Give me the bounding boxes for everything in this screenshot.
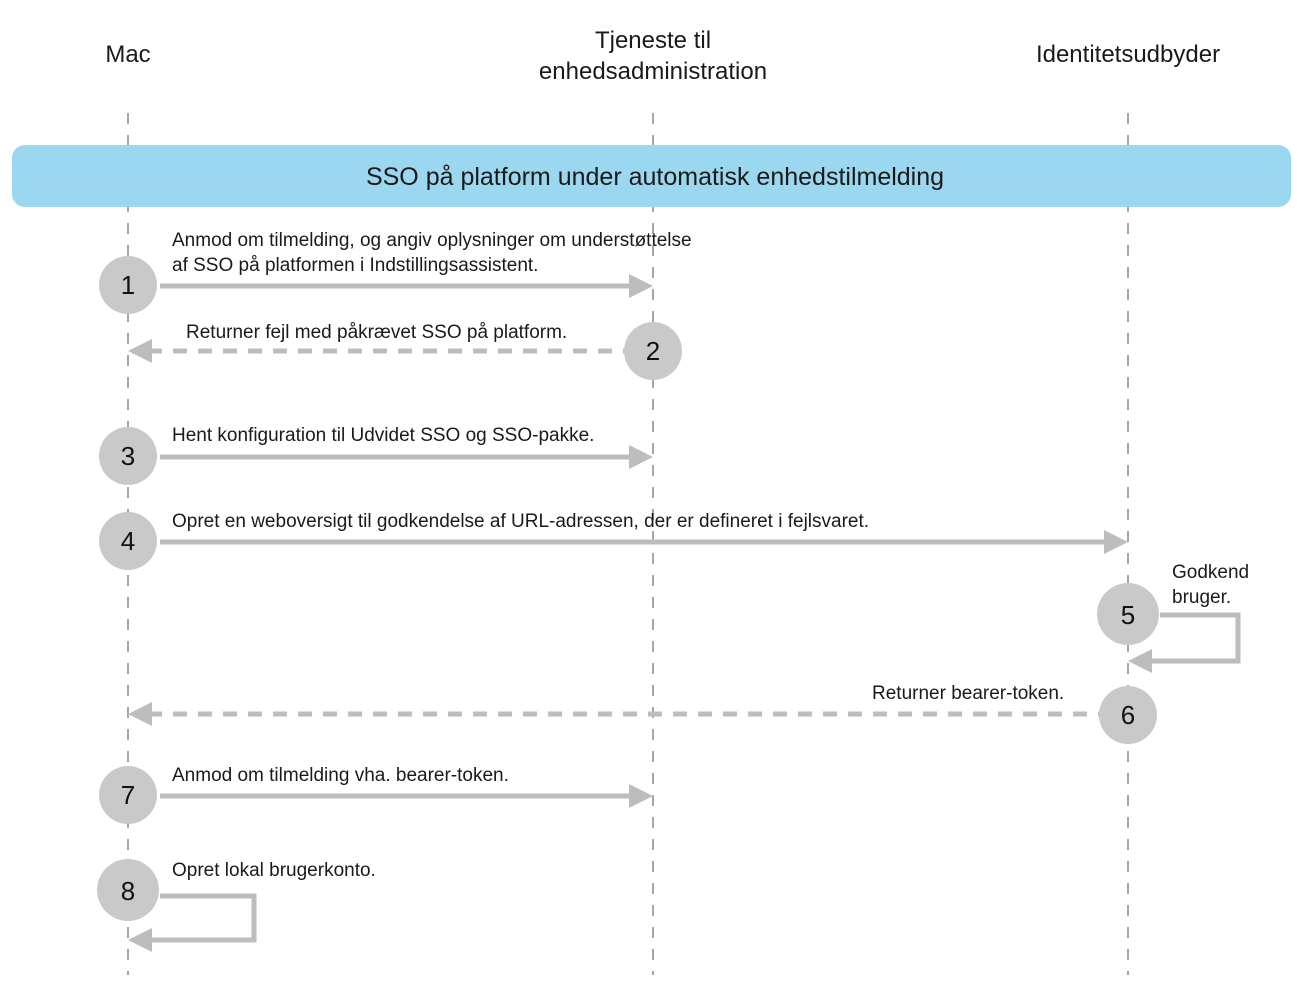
lane-headers: Mac Tjeneste til enhedsadministration Id… [105, 27, 1220, 85]
step-2-badge [624, 322, 682, 380]
step-5-label-line2: bruger. [1172, 587, 1231, 608]
step-1-group: Anmod om tilmelding, og angiv oplysninge… [99, 230, 692, 314]
step-3-label-line1: Hent konfiguration til Udvidet SSO og SS… [172, 425, 594, 446]
step-8-arrowhead [128, 928, 152, 952]
step-8-label-line1: Opret lokal brugerkonto. [172, 860, 376, 881]
step-5-self-loop-line [1148, 612, 1241, 664]
step-8-badge [97, 859, 159, 921]
step-4-badge [99, 512, 157, 570]
step-4-arrowhead [1104, 530, 1128, 554]
step-2-number: 2 [646, 336, 660, 366]
step-5-number: 5 [1121, 600, 1135, 630]
lane-header-idp: Identitetsudbyder [1036, 41, 1220, 68]
step-2-label-line1: Returner fejl med påkrævet SSO på platfo… [186, 322, 567, 343]
step-1-label-line1: Anmod om tilmelding, og angiv oplysninge… [172, 230, 692, 251]
step-7-group: Anmod om tilmelding vha. bearer-token. 7 [99, 765, 653, 824]
step-6-arrowhead [128, 702, 152, 726]
step-5-label-line1: Godkend [1172, 562, 1249, 583]
step-3-badge [99, 427, 157, 485]
step-6-label-line1: Returner bearer-token. [872, 683, 1064, 704]
step-1-label-line2: af SSO på platformen i Indstillingsassis… [172, 255, 538, 276]
step-6-number: 6 [1121, 700, 1135, 730]
step-2-group: Returner fejl med påkrævet SSO på platfo… [128, 322, 682, 380]
step-8-self-loop-line [148, 893, 257, 943]
lane-header-mac: Mac [105, 41, 150, 68]
step-5-arrowhead [1128, 649, 1152, 673]
lane-header-mdm-line1: Tjeneste til [595, 27, 711, 54]
step-4-group: Opret en weboversigt til godkendelse af … [99, 511, 1128, 570]
step-7-arrowhead [629, 784, 653, 808]
step-1-number: 1 [121, 270, 135, 300]
diagram-title-banner: SSO på platform under automatisk enhedst… [12, 145, 1291, 207]
step-2-arrowhead [128, 339, 152, 363]
step-3-arrowhead [629, 445, 653, 469]
step-5-group: Godkend bruger. 5 [1097, 562, 1249, 673]
step-7-label-line1: Anmod om tilmelding vha. bearer-token. [172, 765, 509, 786]
banner-background [12, 145, 1291, 207]
banner-title: SSO på platform under automatisk enhedst… [366, 163, 944, 191]
step-4-label-line1: Opret en weboversigt til godkendelse af … [172, 511, 869, 532]
step-6-badge [1099, 686, 1157, 744]
step-8-group: Opret lokal brugerkonto. 8 [97, 859, 376, 952]
step-7-number: 7 [121, 780, 135, 810]
step-6-group: Returner bearer-token. 6 [128, 683, 1157, 744]
step-3-group: Hent konfiguration til Udvidet SSO og SS… [99, 425, 653, 485]
step-8-number: 8 [121, 876, 135, 906]
step-5-badge [1097, 583, 1159, 645]
step-4-number: 4 [121, 526, 135, 556]
step-1-badge [99, 256, 157, 314]
step-1-arrowhead [629, 274, 653, 298]
step-7-badge [99, 766, 157, 824]
lane-header-mdm-line2: enhedsadministration [539, 58, 767, 85]
step-3-number: 3 [121, 441, 135, 471]
